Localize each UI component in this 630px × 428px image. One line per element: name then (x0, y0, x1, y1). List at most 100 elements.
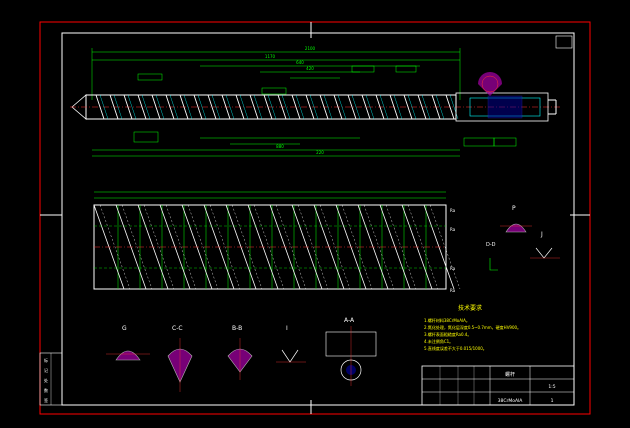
developed-flight-hidden (143, 204, 175, 290)
developed-flight-hidden (209, 204, 241, 290)
developed-flight-hidden (363, 204, 395, 290)
left-revision-block: 标 记 处 数 签 (39, 352, 63, 406)
screw-flight-edge (267, 94, 277, 120)
developed-flight-hidden (341, 204, 373, 290)
corner-box (555, 35, 573, 49)
screw-flight (333, 94, 343, 120)
right-label-4: Ra (450, 288, 456, 293)
screw-flight-edge (337, 94, 347, 120)
screw-flight (109, 94, 119, 120)
outer-frame (39, 21, 591, 415)
developed-view: Ra Ra Ra Ra (93, 191, 461, 293)
screw-flight (291, 94, 301, 120)
title-name: 螺杆 (505, 371, 515, 378)
developed-flight-hidden (385, 204, 417, 290)
screw-flight (389, 94, 399, 120)
screw-flight-edge (351, 94, 361, 120)
svg-text:C-C: C-C (172, 325, 183, 332)
screw-flight-edge (323, 94, 333, 120)
screw-flight-edge (449, 94, 459, 120)
screw-flight-edge (239, 94, 249, 120)
screw-flight (235, 94, 245, 120)
screw-flight (193, 94, 203, 120)
screw-flight-edge (127, 94, 137, 120)
screw-flight (179, 94, 189, 120)
screw-flight (263, 94, 273, 120)
tech-note-2: 2.氮化处理，氮化层深度0.5~0.7mm，硬度HV900。 (424, 324, 521, 330)
title-sheet: 1 (551, 398, 554, 404)
section-i: I (276, 325, 306, 363)
dim-d3: 420 (306, 66, 314, 71)
screw-flight-edge (281, 94, 291, 120)
screw-flight-edge (407, 94, 417, 120)
tech-title: 技术要求 (458, 304, 482, 312)
section-d: D-D (486, 242, 498, 271)
developed-flight-hidden (429, 204, 461, 290)
screw-flight (361, 94, 371, 120)
screw-flight (207, 94, 217, 120)
developed-flight-hidden (253, 204, 285, 290)
screw-flight-edge (169, 94, 179, 120)
developed-flight-hidden (319, 204, 351, 290)
screw-flight (375, 94, 385, 120)
screw-flight (277, 94, 287, 120)
tech-note-5: 5.直线度误差不大于0.015/1000。 (424, 345, 487, 351)
screw-flight (347, 94, 357, 120)
screw-flight-edge (295, 94, 305, 120)
developed-flight-hidden (165, 204, 197, 290)
technical-notes: 技术要求 1.螺杆材料38CrMoAlA。 2.氮化处理，氮化层深度0.5~0.… (424, 304, 521, 351)
section-g: G (106, 325, 150, 361)
screw-flight (431, 94, 441, 120)
screw-flight-edge (421, 94, 431, 120)
screw-flight-edge (379, 94, 389, 120)
developed-flight-hidden (275, 204, 307, 290)
screw-flight-edge (197, 94, 207, 120)
screw-main-view: 2100 1170 640 420 880 220 (70, 46, 560, 157)
screw-flight (319, 94, 329, 120)
screw-flight-edge (435, 94, 445, 120)
svg-text:D-D: D-D (486, 242, 496, 248)
svg-text:J: J (540, 231, 543, 238)
svg-text:P: P (512, 205, 516, 212)
screw-flight (305, 94, 315, 120)
svg-text:处: 处 (44, 377, 48, 383)
dim-d4: 880 (276, 144, 284, 149)
screw-flight-edge (225, 94, 235, 120)
svg-text:I: I (286, 325, 288, 332)
tech-note-4: 4.未注倒角C1。 (424, 338, 453, 344)
developed-flight-hidden (99, 204, 131, 290)
developed-flight-hidden (121, 204, 153, 290)
screw-flight-edge (393, 94, 403, 120)
screw-flight-edge (113, 94, 123, 120)
title-block: 螺杆 38CrMoAlA 1:5 1 (421, 365, 575, 406)
svg-text:A-A: A-A (344, 317, 355, 324)
screw-flight (95, 94, 105, 120)
section-p: P (500, 205, 532, 233)
screw-flight (221, 94, 231, 120)
screw-flight (123, 94, 133, 120)
screw-flight-edge (253, 94, 263, 120)
dim-d1: 1170 (265, 54, 276, 59)
screw-flight-edge (99, 94, 109, 120)
svg-text:标: 标 (44, 357, 48, 363)
inner-border (61, 32, 575, 406)
section-c: C-C (167, 325, 193, 392)
title-scale: 1:5 (548, 384, 555, 390)
screw-flight-edge (211, 94, 221, 120)
screw-flight-edge (309, 94, 319, 120)
screw-flight-edge (155, 94, 165, 120)
screw-flight (403, 94, 413, 120)
developed-flight-hidden (297, 204, 329, 290)
svg-text:记: 记 (44, 367, 48, 373)
dim-d5: 220 (316, 150, 324, 155)
right-label-2: Ra (450, 227, 456, 232)
tech-note-1: 1.螺杆材料38CrMoAlA。 (424, 317, 470, 323)
screw-flight (165, 94, 175, 120)
section-j: J (530, 231, 560, 259)
dim-d2: 640 (296, 60, 304, 65)
right-label-3: Ra (450, 266, 456, 271)
screw-flight-edge (141, 94, 151, 120)
developed-flight-hidden (407, 204, 439, 290)
developed-flight-hidden (231, 204, 263, 290)
